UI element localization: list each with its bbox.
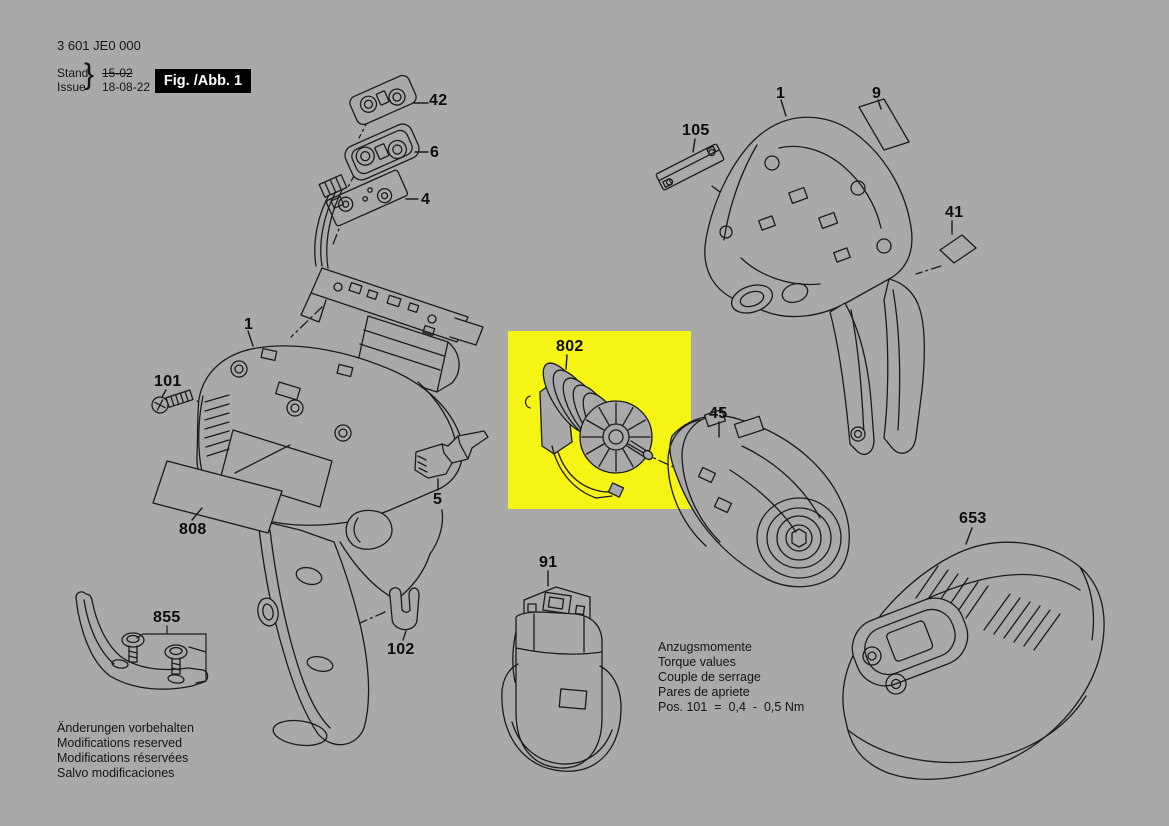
callout-5: 5 bbox=[433, 491, 443, 508]
modification-note-de: Änderungen vorbehalten bbox=[57, 721, 194, 735]
callout-42: 42 bbox=[429, 92, 448, 109]
callout-1-left: 1 bbox=[244, 316, 254, 333]
callout-102: 102 bbox=[387, 641, 415, 658]
callout-6: 6 bbox=[430, 144, 440, 161]
electronics-module bbox=[300, 174, 484, 419]
issue-label: Issue bbox=[57, 80, 86, 94]
callout-1-right: 1 bbox=[776, 85, 786, 102]
callout-855-connector bbox=[136, 625, 207, 684]
figure-label-box: Fig. /Abb. 1 bbox=[155, 69, 251, 93]
part-42-button-plate bbox=[349, 74, 417, 126]
part-1-housing-left bbox=[196, 345, 464, 747]
part-102-u-clip bbox=[388, 587, 420, 631]
torque-note-line-es: Pares de apriete bbox=[658, 685, 750, 699]
part-855-belt-clip bbox=[75, 591, 209, 690]
part-105-strip bbox=[655, 143, 725, 191]
stand-issue-brace: } bbox=[84, 58, 95, 91]
callout-9: 9 bbox=[872, 85, 882, 102]
part-808-sticker bbox=[152, 460, 283, 534]
modification-note-es: Salvo modificaciones bbox=[57, 766, 175, 780]
callout-4: 4 bbox=[421, 191, 431, 208]
part-1-housing-right bbox=[704, 116, 926, 455]
part-4-board-plate bbox=[325, 169, 409, 227]
part-101-screw bbox=[151, 389, 194, 414]
callout-91: 91 bbox=[539, 554, 558, 571]
callout-45: 45 bbox=[709, 405, 728, 422]
torque-note-line-de: Anzugsmomente bbox=[658, 640, 752, 654]
callout-855: 855 bbox=[153, 609, 181, 626]
callout-41: 41 bbox=[945, 204, 964, 221]
callout-101: 101 bbox=[154, 373, 182, 390]
part-45-impact-mechanism bbox=[667, 408, 850, 588]
modification-note-en: Modifications reserved bbox=[57, 736, 183, 750]
callout-105: 105 bbox=[682, 122, 710, 139]
callout-802: 802 bbox=[556, 338, 584, 355]
torque-note-value: Pos. 101 = 0,4 - 0,5 Nm bbox=[658, 700, 805, 714]
torque-note-line-fr: Couple de serrage bbox=[658, 670, 761, 684]
part-653-charger bbox=[842, 541, 1105, 780]
part-91-battery bbox=[501, 586, 622, 772]
callout-leader-lines bbox=[161, 99, 973, 641]
modification-note-fr: Modifications réservées bbox=[57, 751, 189, 765]
callout-808: 808 bbox=[179, 521, 207, 538]
callout-653: 653 bbox=[959, 510, 987, 527]
part-5-slider bbox=[414, 430, 489, 479]
stand-label: Stand bbox=[57, 66, 89, 80]
part-6-button-pad bbox=[344, 123, 420, 181]
issue-value: 18-08-22 bbox=[102, 80, 151, 94]
modification-notes: Änderungen vorbehalten Modifications res… bbox=[57, 721, 194, 781]
torque-values-note: Anzugsmomente Torque values Couple de se… bbox=[658, 640, 804, 715]
part-9-sticker bbox=[858, 98, 910, 151]
part-802-motor bbox=[524, 362, 654, 499]
torque-note-line-en: Torque values bbox=[658, 655, 736, 669]
stand-value-struck: 15-02 bbox=[102, 66, 133, 80]
figure-label: Fig. /Abb. 1 bbox=[163, 73, 243, 89]
document-part-number: 3 601 JE0 000 bbox=[57, 38, 141, 53]
part-41-sticker bbox=[939, 234, 977, 264]
